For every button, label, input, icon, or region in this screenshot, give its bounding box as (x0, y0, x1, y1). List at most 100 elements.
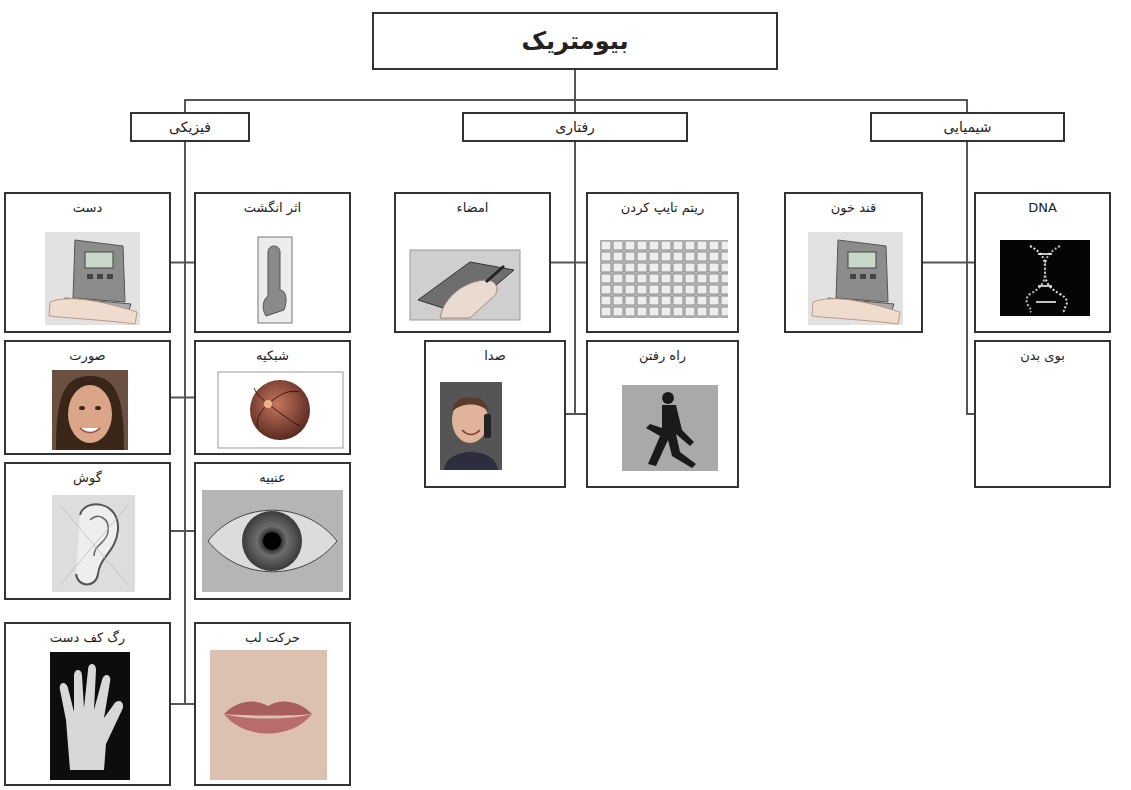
tree-connector (171, 142, 185, 398)
signature-pad-picture (410, 250, 520, 320)
biometric-box: بوی بدن (974, 340, 1111, 488)
retina-picture (218, 372, 343, 448)
node-label: شیمیایی (943, 119, 991, 135)
node-label: امضاء (396, 200, 549, 215)
ear-picture (90, 516, 108, 556)
keyboard-picture (600, 240, 728, 318)
biometric-box: گوش (4, 462, 171, 600)
biometric-box: دست (4, 192, 171, 333)
lips-picture (210, 650, 327, 780)
voice-picture (462, 430, 480, 435)
signature-pad-picture (410, 250, 520, 320)
walking-picture (622, 385, 718, 471)
tree-connector (185, 142, 194, 398)
face-picture (56, 376, 124, 450)
retina-picture (254, 388, 300, 428)
tree-connector (551, 142, 575, 263)
voice-picture (440, 382, 502, 470)
iris-picture (208, 510, 337, 572)
hand-scanner-picture (45, 232, 140, 325)
signature-pad-picture (440, 280, 497, 318)
node-label: رفتاری (555, 119, 595, 135)
biometric-box: راه رفتن (586, 340, 739, 488)
voice-picture (444, 452, 498, 470)
biometric-box: DNA (974, 192, 1111, 333)
walking-picture (662, 392, 674, 404)
node-label: گوش (6, 470, 169, 485)
retina-picture (264, 400, 272, 408)
dna-picture (1030, 246, 1067, 312)
biometric-box: عنبیه (194, 462, 351, 600)
face-picture (95, 406, 101, 410)
node-label: شبکیه (196, 348, 349, 363)
biometric-box: ریتم تایپ کردن (586, 192, 739, 333)
node-label: بوی بدن (976, 348, 1109, 363)
lips-picture (224, 702, 312, 716)
dna-picture (1026, 246, 1060, 312)
category-box: شیمیایی (870, 112, 1065, 142)
node-label: حرکت لب (196, 630, 349, 645)
category-box: فیزیکی (130, 112, 250, 142)
tree-connector (185, 70, 575, 112)
tree-connector (575, 142, 586, 414)
ear-picture (76, 504, 118, 584)
tree-connector (967, 142, 974, 263)
node-label: صورت (6, 348, 169, 363)
biometric-box: حرکت لب (194, 622, 351, 786)
tree-connector (185, 142, 194, 704)
lips-picture (210, 650, 327, 780)
node-label: صدا (426, 348, 564, 363)
hand-scanner-picture (45, 232, 140, 325)
retina-picture (250, 380, 310, 440)
iris-picture (202, 490, 343, 592)
voice-picture (440, 382, 502, 470)
node-label: راه رفتن (588, 348, 737, 363)
blood-sugar-picture (808, 232, 903, 325)
dna-picture (1000, 240, 1090, 316)
palm-vein-picture (60, 664, 123, 770)
retina-picture (218, 372, 343, 448)
voice-picture (484, 414, 491, 438)
node-label: دست (6, 200, 169, 215)
biometric-box: شبکیه (194, 340, 351, 455)
tree-connector (171, 142, 185, 263)
ear-picture (52, 495, 135, 592)
fingerprint-picture (263, 246, 286, 316)
lips-picture (224, 714, 312, 734)
node-label: ریتم تایپ کردن (588, 200, 737, 215)
ear-picture (52, 495, 135, 592)
node-label: بیومتریک (521, 27, 628, 55)
node-label: فیزیکی (169, 119, 211, 135)
node-label: اثر انگشت (196, 200, 349, 215)
fingerprint-picture (258, 237, 292, 323)
tree-connector (171, 142, 185, 704)
blood-sugar-picture (808, 232, 903, 325)
iris-picture (242, 511, 302, 571)
face-picture (52, 370, 128, 450)
walking-picture (622, 385, 718, 471)
dna-picture (1000, 240, 1090, 316)
tree-connector (967, 142, 974, 414)
palm-vein-picture (50, 652, 130, 780)
face-picture (79, 406, 85, 410)
biometric-box: قند خون (784, 192, 923, 333)
biometric-box: امضاء (394, 192, 551, 333)
node-label: DNA (976, 200, 1109, 215)
node-label: عنبیه (196, 470, 349, 485)
walking-picture (646, 405, 696, 468)
iris-picture (202, 490, 343, 592)
tree-connector (923, 142, 967, 263)
biometric-box: اثر انگشت (194, 192, 351, 333)
voice-picture (452, 397, 488, 443)
face-picture (52, 370, 128, 450)
signature-pad-picture (486, 266, 504, 282)
iris-picture (263, 532, 281, 550)
keyboard-picture (600, 240, 728, 318)
fingerprint-picture (258, 237, 292, 323)
node-label: قند خون (786, 200, 921, 215)
category-box: رفتاری (462, 112, 688, 142)
face-picture (68, 385, 112, 443)
ear-picture (60, 505, 128, 585)
keyboard-picture (600, 240, 728, 318)
